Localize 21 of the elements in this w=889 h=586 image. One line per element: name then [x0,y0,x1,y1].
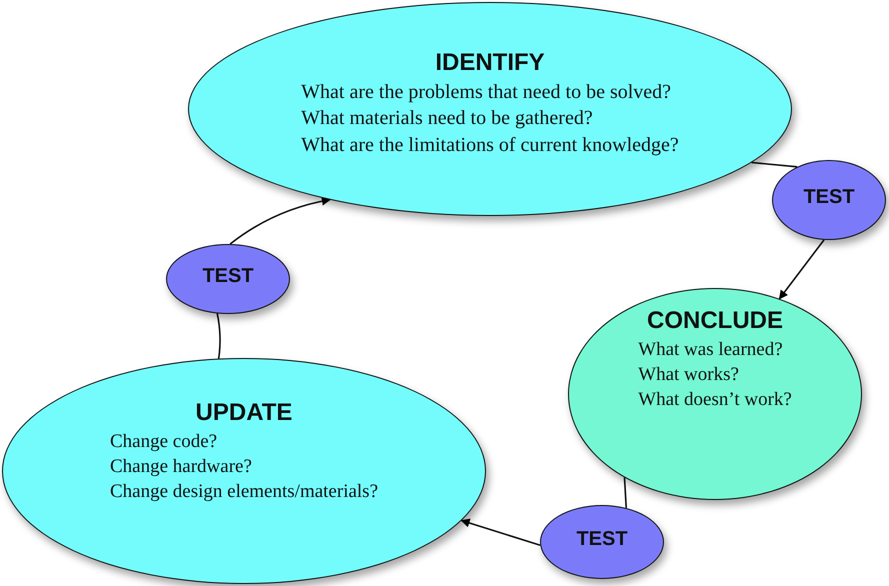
connector-line [216,313,221,359]
arrow [230,196,331,245]
question-text: What was learned? [638,338,784,362]
heading-text: UPDATE [196,399,292,427]
connector-line [624,477,628,508]
question-text: Change code? [110,430,218,454]
arrow [460,518,540,546]
heading-text: TEST [202,265,254,288]
heading-text: TEST [803,186,855,209]
arrow [778,239,825,300]
question-text: What works? [638,363,740,388]
heading-text: IDENTIFY [435,49,545,77]
question-text: Change hardware? [110,455,253,480]
heading-text: CONCLUDE [647,307,783,335]
heading-text: TEST [576,528,628,551]
question-text: Change design elements/materials? [110,480,378,504]
question-text: What are the problems that need to be solved? [301,80,672,105]
connector-line [751,162,798,168]
question-text: What doesn’t work? [638,388,792,412]
question-text: What are the limitations of current knowledge? [301,132,679,158]
question-text: What materials need to be gathered? [301,106,594,132]
